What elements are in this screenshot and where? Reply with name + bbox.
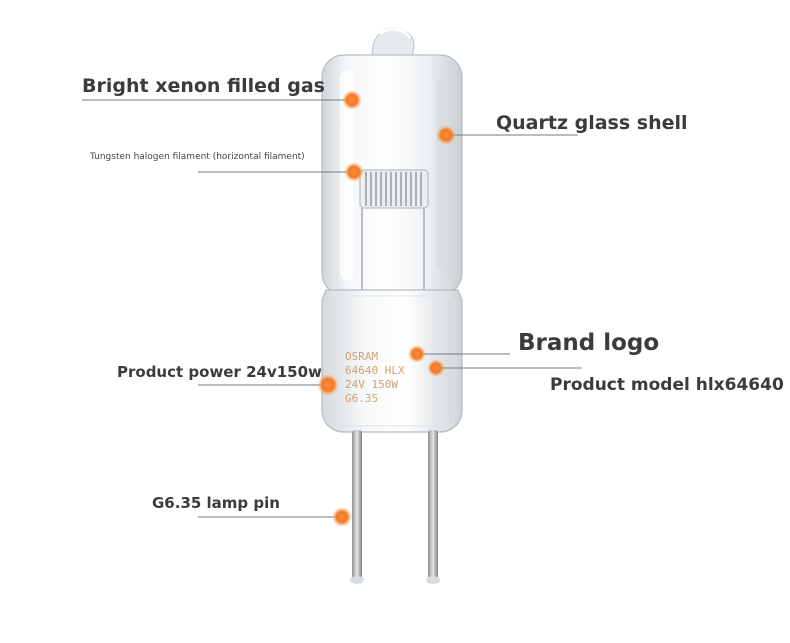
label-quartz-shell: Quartz glass shell xyxy=(496,112,688,134)
lamp-print-line2: 64640 HLX xyxy=(345,364,405,377)
lamp-print: OSRAM 64640 HLX 24V 150W G6.35 xyxy=(345,350,405,405)
marker-pin xyxy=(332,507,352,527)
marker-filament xyxy=(344,162,364,182)
marker-brand xyxy=(408,345,426,363)
lamp-print-line1: OSRAM xyxy=(345,350,378,363)
marker-xenon xyxy=(342,90,362,110)
label-filament: Tungsten halogen filament (horizontal fi… xyxy=(90,152,305,162)
label-product-model: Product model hlx64640 xyxy=(550,375,784,395)
marker-model xyxy=(427,359,445,377)
label-xenon-gas: Bright xenon filled gas xyxy=(82,75,325,97)
marker-power xyxy=(317,374,339,396)
lamp-print-line4: G6.35 xyxy=(345,392,378,405)
callout-markers xyxy=(317,90,456,527)
lamp-print-line3: 24V 150W xyxy=(345,378,398,391)
tungsten-filament xyxy=(359,169,429,295)
leader-lines xyxy=(82,99,582,518)
lamp-pin-left xyxy=(352,430,362,580)
label-lamp-pin: G6.35 lamp pin xyxy=(152,494,280,512)
lamp-tip xyxy=(371,27,415,59)
lamp-base xyxy=(321,289,463,433)
label-brand-logo: Brand logo xyxy=(518,330,660,356)
marker-quartz xyxy=(436,125,456,145)
label-product-power: Product power 24v150w xyxy=(117,363,322,381)
lamp-pin-right xyxy=(428,430,438,580)
